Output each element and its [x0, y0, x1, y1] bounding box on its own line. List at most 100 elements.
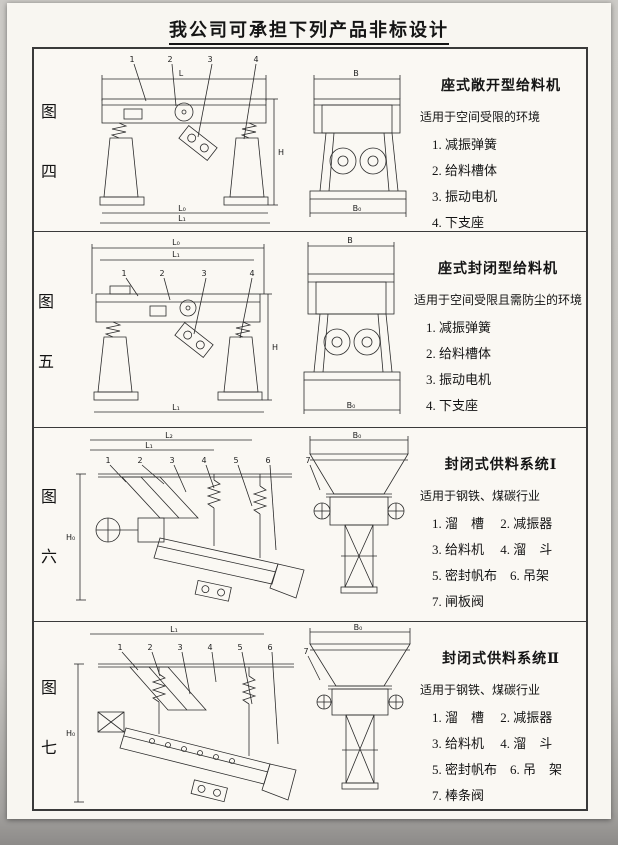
callout-number: 4 [207, 643, 212, 652]
side-view: L 1 2 3 4 [99, 55, 284, 224]
figure-label-char: 四 [40, 164, 57, 181]
figure-label: 图 四 [34, 49, 64, 231]
part-item: 2. 给料槽体 [425, 346, 491, 361]
callout-number: 5 [233, 456, 238, 465]
application-note: 适用于空间受限的环境 [420, 110, 541, 124]
callout-number: 2 [147, 643, 152, 652]
callout-number: 1 [105, 456, 110, 465]
part-item: 2. 给料槽体 [432, 163, 498, 178]
figure-label-char: 图 [37, 293, 54, 311]
document-page: 我公司可承担下列产品非标设计 图 四 L 1 2 3 4 [7, 3, 611, 819]
front-view: B₀ 7 [305, 431, 409, 594]
description-panel: 座式封闭型给料机 适用于空间受限且需防尘的环境 1. 减振弹簧 2. 给料槽体 … [406, 232, 586, 427]
part-item: 3. 振动电机 [425, 372, 491, 387]
callout-number: 4 [249, 269, 254, 278]
callout-number: 3 [169, 456, 174, 465]
dimension-label: L₀ [178, 204, 186, 213]
figure-label: 图 五 [34, 232, 58, 427]
part-item: 1. 溜 槽 2. 减振器 [432, 710, 553, 725]
dimension-label: B [347, 236, 353, 245]
figure-label-char: 图 [40, 488, 57, 506]
application-note: 适用于空间受限且需防尘的环境 [413, 293, 582, 307]
part-item: 3. 振动电机 [432, 189, 498, 204]
dimension-label: L₁ [145, 441, 153, 450]
product-title: 封闭式供料系统Ⅱ [442, 652, 560, 667]
dimension-label: B [353, 69, 359, 78]
part-item: 1. 溜 槽 2. 减振器 [432, 516, 553, 531]
figure-label: 图 七 [34, 622, 64, 809]
application-note: 适用于钢铁、煤碳行业 [420, 683, 541, 697]
dimension-label: L₂ [165, 431, 173, 440]
front-view: B B₀ [309, 69, 407, 217]
callout-number: 1 [129, 55, 134, 64]
part-item: 3. 给料机 4. 溜 斗 [432, 542, 553, 557]
product-title: 座式敞开型给料机 [441, 79, 561, 94]
part-item: 7. 棒条阀 [432, 788, 485, 803]
description-panel: 封闭式供料系统Ⅱ 适用于钢铁、煤碳行业 1. 溜 槽 2. 减振器 3. 给料机… [412, 622, 586, 809]
callout-number: 5 [237, 643, 242, 652]
description-panel: 封闭式供料系统Ⅰ 适用于钢铁、煤碳行业 1. 溜 槽 2. 减振器 3. 给料机… [412, 428, 586, 621]
dimension-label: H₀ [66, 729, 75, 738]
figure-6-technical-drawing: L₂ L₁ 1 2 3 4 5 6 [66, 431, 409, 602]
part-item: 5. 密封帆布 6. 吊架 [432, 568, 550, 583]
table-row-figure-6: 图 六 L₂ L₁ 1 2 3 4 5 6 [34, 428, 586, 622]
table-row-figure-4: 图 四 L 1 2 3 4 [34, 49, 586, 232]
side-view: L₂ L₁ 1 2 3 4 5 6 [66, 431, 305, 602]
callout-number: 2 [159, 269, 164, 278]
callout-number: 2 [137, 456, 142, 465]
drawing-cell: L₁ 1 2 3 4 5 6 [64, 622, 412, 809]
dimension-label: L₁ [178, 214, 186, 223]
dimension-label: B₀ [347, 401, 356, 410]
application-note: 适用于钢铁、煤碳行业 [420, 489, 541, 503]
figure-7-technical-drawing: L₁ 1 2 3 4 5 6 [66, 624, 411, 803]
parts-list: 1. 减振弹簧 2. 给料槽体 3. 振动电机 4. 下支座 [414, 317, 582, 414]
figure-label-char: 五 [37, 353, 54, 371]
drawing-cell: L 1 2 3 4 [64, 49, 412, 231]
figure-label: 图 六 [34, 428, 64, 621]
parts-list: 1. 减振弹簧 2. 给料槽体 3. 振动电机 4. 下支座 [420, 134, 582, 231]
callout-number: 7 [305, 456, 310, 465]
figure-label-char: 图 [40, 679, 57, 697]
part-item: 3. 给料机 4. 溜 斗 [432, 736, 553, 751]
dimension-label: B₀ [353, 431, 362, 440]
dimension-label: L₁ [172, 403, 180, 412]
dimension-label: B₀ [353, 204, 362, 213]
product-title: 座式封闭型给料机 [437, 262, 558, 277]
part-item: 4. 下支座 [432, 215, 485, 230]
callout-number: 2 [167, 55, 172, 64]
part-item: 5. 密封帆布 6. 吊 架 [432, 762, 563, 777]
drawing-cell: L₂ L₁ 1 2 3 4 5 6 [64, 428, 412, 621]
part-item: 4. 下支座 [425, 398, 478, 413]
side-view: L₀ L₁ 1 2 3 4 [91, 238, 278, 413]
drawing-cell: L₀ L₁ 1 2 3 4 [58, 232, 406, 427]
part-item: 1. 减振弹簧 [432, 137, 498, 152]
side-view: L₁ 1 2 3 4 5 6 [66, 625, 297, 803]
figure-4-technical-drawing: L 1 2 3 4 [99, 55, 407, 224]
callout-number: 3 [201, 269, 206, 278]
part-item: 7. 闸板阀 [432, 594, 485, 609]
callout-number: 4 [201, 456, 206, 465]
product-table: 图 四 L 1 2 3 4 [32, 47, 588, 811]
dimension-label: H₀ [66, 533, 75, 542]
callout-number: 1 [117, 643, 122, 652]
table-row-figure-5: 图 五 L₀ L₁ 1 2 3 4 [34, 232, 586, 428]
dimension-label: L₀ [172, 238, 180, 247]
front-view: B₀ 7 [303, 624, 411, 790]
product-title: 封闭式供料系统Ⅰ [444, 458, 558, 473]
figure-label-char: 六 [40, 548, 57, 566]
dimension-label: H [272, 343, 278, 352]
dimension-label: B₀ [354, 624, 363, 632]
front-view: B B₀ [303, 236, 401, 414]
callout-number: 3 [177, 643, 182, 652]
callout-number: 7 [303, 647, 308, 656]
table-row-figure-7: 图 七 L₁ 1 2 3 4 5 6 [34, 622, 586, 809]
dimension-label: H [278, 148, 284, 157]
dimension-label: L₁ [170, 625, 178, 634]
figure-label-char: 图 [40, 104, 57, 121]
parts-list: 1. 溜 槽 2. 减振器 3. 给料机 4. 溜 斗 5. 密封帆布 6. 吊… [420, 707, 582, 804]
callout-number: 1 [121, 269, 126, 278]
parts-list: 1. 溜 槽 2. 减振器 3. 给料机 4. 溜 斗 5. 密封帆布 6. 吊… [420, 513, 582, 610]
dimension-label: L [179, 69, 184, 78]
callout-number: 6 [265, 456, 270, 465]
dimension-label: L₁ [172, 250, 180, 259]
